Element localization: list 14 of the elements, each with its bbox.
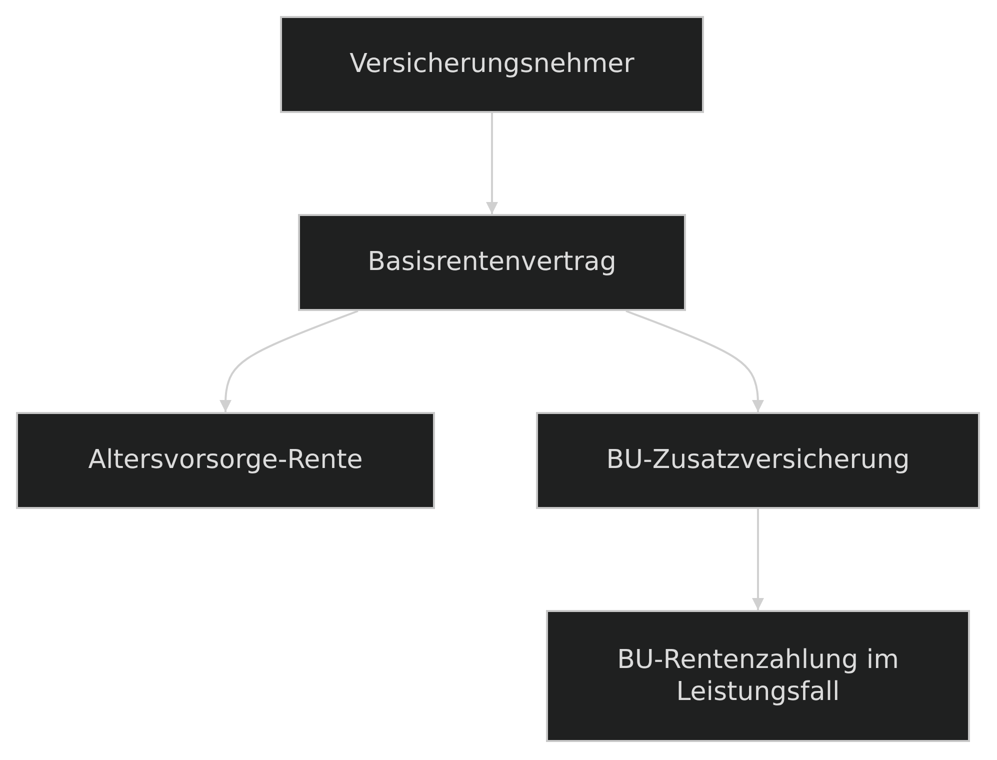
arrow — [220, 310, 359, 412]
node-label: Altersvorsorge-Rente — [87, 444, 364, 477]
process-box — [536, 412, 980, 509]
node-label: Versicherungsnehmer — [348, 48, 636, 81]
node-label: Basisrentenvertrag — [366, 246, 618, 279]
arrow — [625, 310, 764, 412]
process-box — [546, 610, 970, 742]
arrow — [486, 113, 498, 214]
process-box — [280, 16, 704, 113]
node-label: BU-Rentenzahlung im Leistungsfall — [616, 644, 900, 708]
process-box — [298, 214, 686, 311]
arrow — [752, 509, 764, 610]
process-box — [16, 412, 435, 509]
node-label: BU-Zusatzversicherung — [605, 444, 911, 477]
